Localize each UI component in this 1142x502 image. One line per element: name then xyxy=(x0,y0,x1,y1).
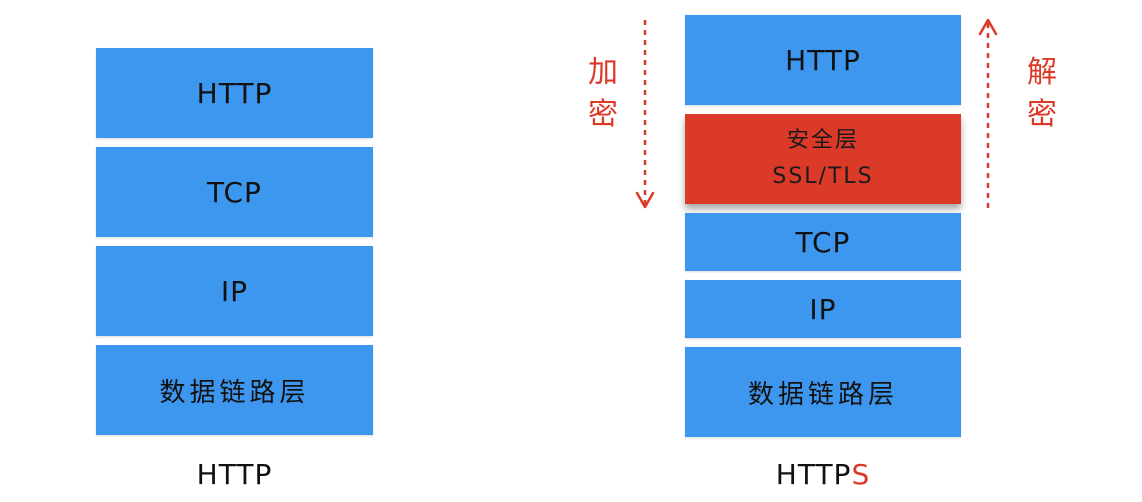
caption-suffix: S xyxy=(851,458,871,491)
encrypt-label: 加 密 xyxy=(583,52,623,136)
encrypt-char: 加 xyxy=(588,55,618,90)
layer-label: IP xyxy=(220,274,249,308)
layer-label: HTTP xyxy=(785,43,861,77)
https-stack-caption: HTTPS xyxy=(685,458,961,491)
decrypt-arrow xyxy=(978,18,998,208)
http-stack-ip-layer: IP xyxy=(96,246,373,336)
http-stack-link-layer: 数据链路层 xyxy=(96,345,373,435)
layer-label: HTTP xyxy=(196,76,273,110)
layer-label: IP xyxy=(809,292,837,326)
decrypt-char: 解 xyxy=(1027,55,1057,90)
https-stack-security-layer: 安全层 SSL/TLS xyxy=(685,114,961,204)
layer-label: 数据链路层 xyxy=(159,377,310,408)
security-layer-name: 安全层 xyxy=(786,128,859,153)
https-stack-tcp-layer: TCP xyxy=(685,213,961,271)
https-stack-ip-layer: IP xyxy=(685,280,961,338)
https-stack-link-layer: 数据链路层 xyxy=(685,347,961,437)
decrypt-label: 解 密 xyxy=(1022,52,1062,136)
decrypt-char: 密 xyxy=(1027,97,1057,132)
encrypt-char: 密 xyxy=(588,97,618,132)
security-layer-protocol: SSL/TLS xyxy=(772,164,874,189)
layer-label: TCP xyxy=(207,175,262,209)
encrypt-arrow xyxy=(635,20,655,209)
http-stack-http-layer: HTTP xyxy=(96,48,373,138)
http-stack-caption: HTTP xyxy=(196,458,273,491)
layer-label: TCP xyxy=(795,225,851,259)
https-stack-http-layer: HTTP xyxy=(685,15,961,105)
layer-label: 数据链路层 xyxy=(747,379,898,410)
caption-prefix: HTTP xyxy=(775,458,852,491)
http-stack-tcp-layer: TCP xyxy=(96,147,373,237)
